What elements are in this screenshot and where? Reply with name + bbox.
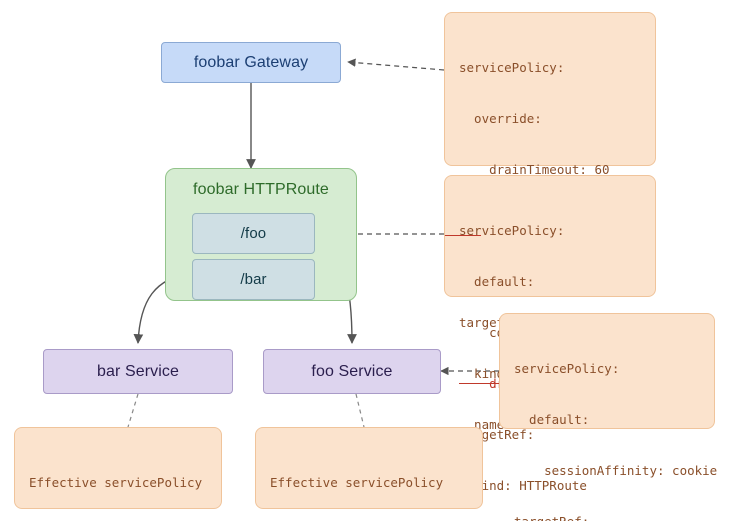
node-path-bar-label: /bar bbox=[240, 271, 267, 288]
annotation-httproute-policy: servicePolicy: default: connectionTimeou… bbox=[444, 175, 656, 493]
node-service-foo[interactable]: foo Service bbox=[263, 349, 441, 394]
annotation-effective-foo: Effective servicePolicy connectionTimeou… bbox=[255, 427, 483, 509]
annotation-line: Effective servicePolicy bbox=[270, 475, 444, 490]
annotation-line: default: bbox=[514, 412, 590, 427]
annotation-line: Effective servicePolicy bbox=[29, 475, 203, 490]
edge-foo-service-to-effective bbox=[355, 393, 365, 428]
annotation-line: sessionAffinity: cookie bbox=[514, 463, 718, 478]
annotation-line: servicePolicy: bbox=[459, 223, 565, 238]
node-path-foo-label: /foo bbox=[240, 225, 267, 242]
strikethrough-extension bbox=[445, 235, 481, 236]
node-service-bar-label: bar Service bbox=[96, 362, 180, 380]
annotation-line: default: bbox=[459, 274, 535, 289]
node-gateway[interactable]: foobar Gateway bbox=[161, 42, 341, 83]
node-service-foo-label: foo Service bbox=[311, 362, 393, 380]
annotation-line: override: bbox=[459, 111, 542, 126]
edge-gateway-policy-annotation bbox=[347, 58, 445, 71]
node-path-foo[interactable]: /foo bbox=[192, 213, 315, 254]
node-path-bar[interactable]: /bar bbox=[192, 259, 315, 300]
node-gateway-label: foobar Gateway bbox=[193, 53, 309, 71]
edge-bar-service-to-effective bbox=[127, 393, 139, 428]
annotation-gateway-policy: servicePolicy: override: drainTimeout: 6… bbox=[444, 12, 656, 432]
annotation-line: servicePolicy: bbox=[514, 361, 620, 376]
node-service-bar[interactable]: bar Service bbox=[43, 349, 233, 394]
annotation-line: drainTimeout: 60 bbox=[459, 162, 610, 177]
annotation-service-policy: servicePolicy: default: sessionAffinity:… bbox=[499, 313, 717, 521]
node-httproute-label: foobar HTTPRoute bbox=[193, 181, 329, 198]
annotation-line: servicePolicy: bbox=[459, 60, 565, 75]
annotation-effective-bar: Effective servicePolicy connectionTimeou… bbox=[14, 427, 222, 509]
annotation-line: kind: HTTPRoute bbox=[459, 478, 587, 493]
annotation-line: targetRef: bbox=[514, 513, 700, 521]
